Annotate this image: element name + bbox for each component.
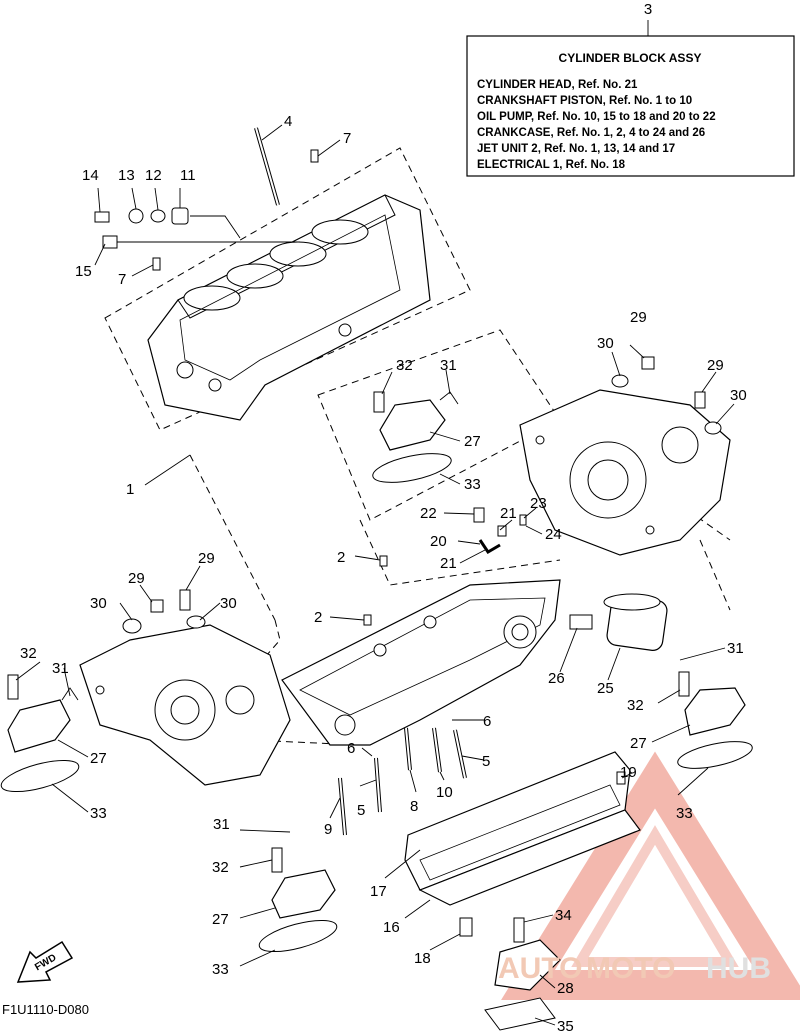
callout-4: 4	[284, 113, 292, 130]
callout-30: 30	[220, 595, 237, 612]
stud-bolt	[254, 127, 280, 206]
callout-2: 2	[337, 549, 345, 566]
callout-1: 1	[126, 481, 134, 498]
drawing-code: F1U1110-D080	[2, 1002, 89, 1017]
callout-23: 23	[530, 495, 547, 512]
callout-8: 8	[410, 798, 418, 815]
callout-22: 22	[420, 505, 437, 522]
callout-29: 29	[630, 309, 647, 326]
callout-6: 6	[483, 713, 491, 730]
callout-27: 27	[464, 433, 481, 450]
callout-17: 17	[370, 883, 387, 900]
crankcase-bolts	[338, 727, 467, 836]
dowel-pin	[310, 149, 319, 163]
callout-32: 32	[212, 859, 229, 876]
callout-11: 11	[180, 167, 196, 184]
callout-14: 14	[82, 167, 99, 184]
callout-numbers: 1 2 2 4 5 5 6 6 7 7 8 9 10 11 12 13 14 1…	[20, 113, 747, 1033]
callout-33: 33	[464, 476, 481, 493]
callout-6: 6	[347, 740, 355, 757]
oil-pan	[404, 751, 641, 906]
crankcase-cover-left	[79, 624, 291, 786]
callout-21: 21	[500, 505, 517, 522]
legend-line-4: CRANKCASE, Ref. No. 1, 2, 4 to 24 and 26	[477, 127, 705, 139]
callout-19: 19	[620, 764, 637, 781]
legend-line-6: ELECTRICAL 1, Ref. No. 18	[477, 159, 626, 171]
callout-33: 33	[676, 805, 693, 822]
callout-16: 16	[383, 919, 400, 936]
crankcase-cover-right	[519, 389, 731, 556]
callout-30: 30	[730, 387, 747, 404]
callout-33: 33	[90, 805, 107, 822]
callout-31: 31	[213, 816, 230, 833]
callout-29: 29	[198, 550, 215, 567]
leader-lines	[15, 124, 735, 1026]
dowel-pin	[152, 257, 161, 271]
callout-9: 9	[324, 821, 332, 838]
callout-12: 12	[145, 167, 162, 184]
callout-30: 30	[90, 595, 107, 612]
callout-32: 32	[396, 357, 413, 374]
legend-ref-number: 3	[644, 1, 652, 18]
watermark-text: AUTO MOTO HUB	[498, 952, 771, 985]
callout-26: 26	[548, 670, 565, 687]
breather-cover-right-lower	[677, 671, 753, 769]
callout-10: 10	[436, 784, 453, 801]
callout-20: 20	[430, 533, 447, 550]
watermark-part-3: HUB	[706, 952, 771, 985]
callout-5: 5	[482, 753, 490, 770]
cylinder-block	[147, 194, 431, 421]
callout-5: 5	[357, 802, 365, 819]
watermark-logo	[501, 751, 800, 1000]
dowel-pin	[363, 614, 372, 626]
watermark-part-2: MOTO	[586, 952, 675, 985]
callout-18: 18	[414, 950, 431, 967]
callout-27: 27	[90, 750, 107, 767]
legend-line-3: OIL PUMP, Ref. No. 10, 15 to 18 and 20 t…	[477, 111, 716, 123]
callout-32: 32	[20, 645, 37, 662]
bolt-washer-set-left	[122, 589, 206, 634]
callout-29: 29	[128, 570, 145, 587]
callout-27: 27	[212, 911, 229, 928]
legend-title: CYLINDER BLOCK ASSY	[559, 51, 702, 65]
callout-32: 32	[627, 697, 644, 714]
callout-31: 31	[440, 357, 457, 374]
oil-hose-fitting	[473, 507, 527, 555]
sensor-parts	[94, 207, 300, 249]
callout-13: 13	[118, 167, 135, 184]
legend-box: 3 CYLINDER BLOCK ASSY CYLINDER HEAD, Ref…	[466, 1, 795, 177]
dowel-pin	[379, 555, 388, 567]
callout-27: 27	[630, 735, 647, 752]
callout-31: 31	[52, 660, 69, 677]
callout-21: 21	[440, 555, 457, 572]
callout-7: 7	[343, 130, 351, 147]
callout-29: 29	[707, 357, 724, 374]
breather-cover-bottom	[258, 847, 338, 953]
legend-line-2: CRANKSHAFT PISTON, Ref. No. 1 to 10	[477, 95, 692, 107]
watermark-part-1: AUTO	[498, 952, 582, 985]
fwd-arrow-icon: FWD	[16, 940, 74, 983]
crankcase	[281, 579, 561, 746]
breather-cover-left	[0, 674, 80, 793]
callout-7: 7	[118, 271, 126, 288]
breather-cover-upper	[372, 391, 459, 483]
callout-25: 25	[597, 680, 614, 697]
oil-filter	[603, 593, 668, 651]
callout-2: 2	[314, 609, 322, 626]
callout-34: 34	[555, 907, 572, 924]
callout-28: 28	[557, 980, 574, 997]
callout-24: 24	[545, 526, 562, 543]
callout-15: 15	[75, 263, 92, 280]
bolt-washer-set	[611, 356, 722, 435]
union-bolt	[569, 614, 593, 630]
callout-30: 30	[597, 335, 614, 352]
legend-line-1: CYLINDER HEAD, Ref. No. 21	[477, 79, 638, 91]
callout-31: 31	[727, 640, 744, 657]
drain-bracket	[459, 917, 561, 1031]
callout-33: 33	[212, 961, 229, 978]
callout-35: 35	[557, 1018, 574, 1033]
legend-line-5: JET UNIT 2, Ref. No. 1, 13, 14 and 17	[477, 143, 675, 155]
